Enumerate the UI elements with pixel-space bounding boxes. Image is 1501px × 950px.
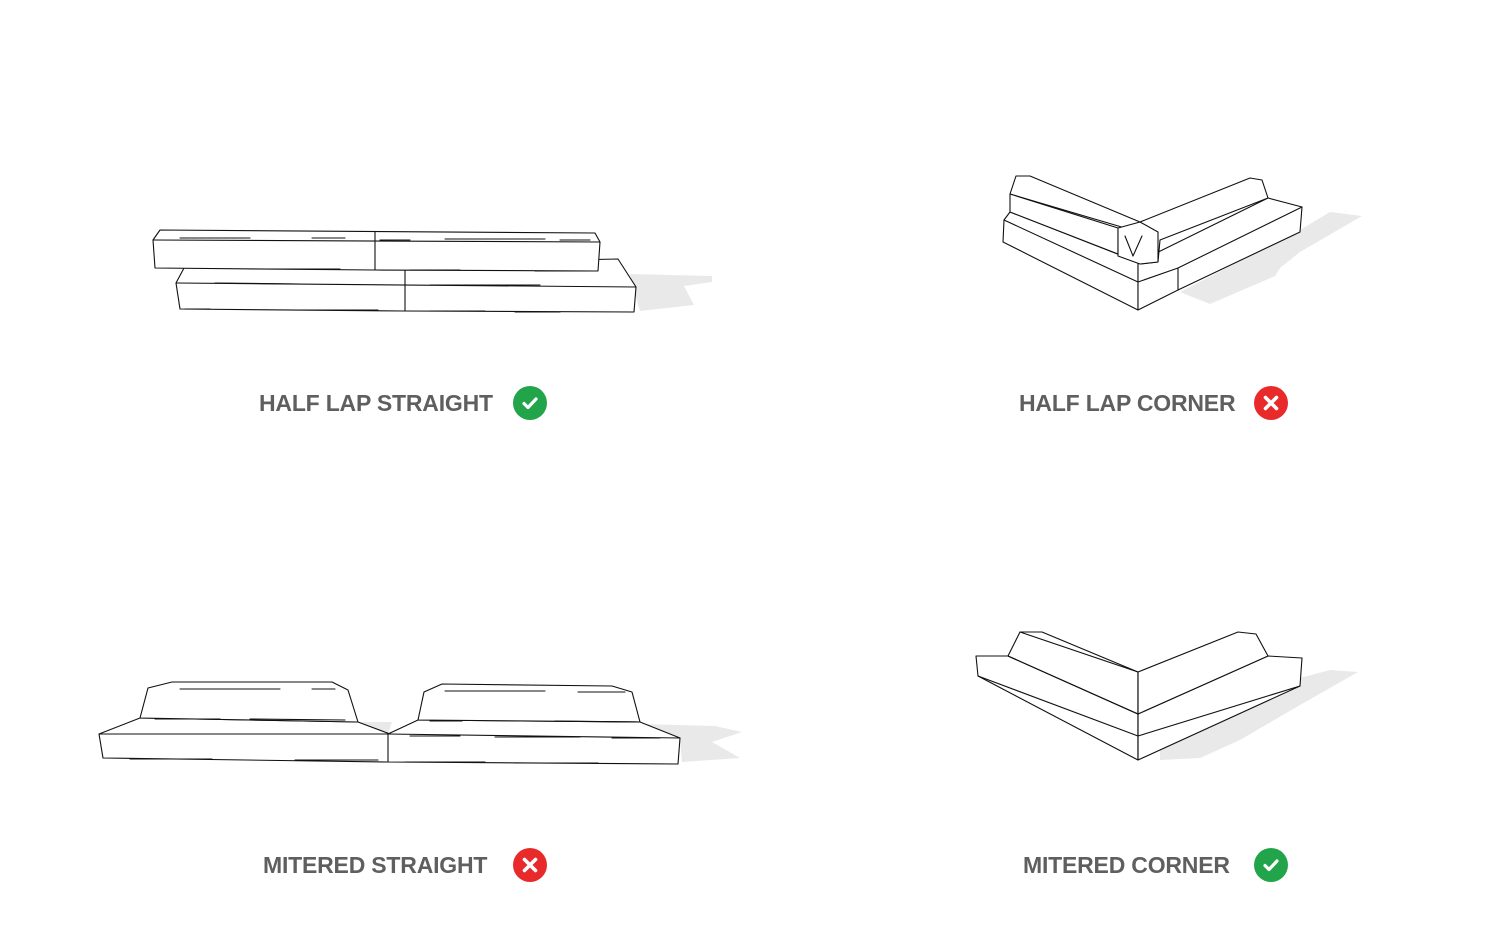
cross-icon — [513, 848, 547, 882]
joint-label-half-lap-straight: HALF LAP STRAIGHT — [259, 390, 493, 416]
cross-icon — [1254, 386, 1288, 420]
mitered-corner-drawing — [975, 631, 1358, 761]
half-lap-corner-drawing — [1002, 175, 1362, 311]
joint-label-mitered-straight: MITERED STRAIGHT — [263, 852, 488, 878]
joint-label-mitered-corner: MITERED CORNER — [1023, 852, 1230, 878]
mitered-straight-drawing — [98, 681, 742, 765]
check-icon — [1254, 848, 1288, 882]
half-lap-straight-drawing — [152, 229, 712, 313]
joint-label-half-lap-corner: HALF LAP CORNER — [1019, 390, 1236, 416]
check-icon — [513, 386, 547, 420]
